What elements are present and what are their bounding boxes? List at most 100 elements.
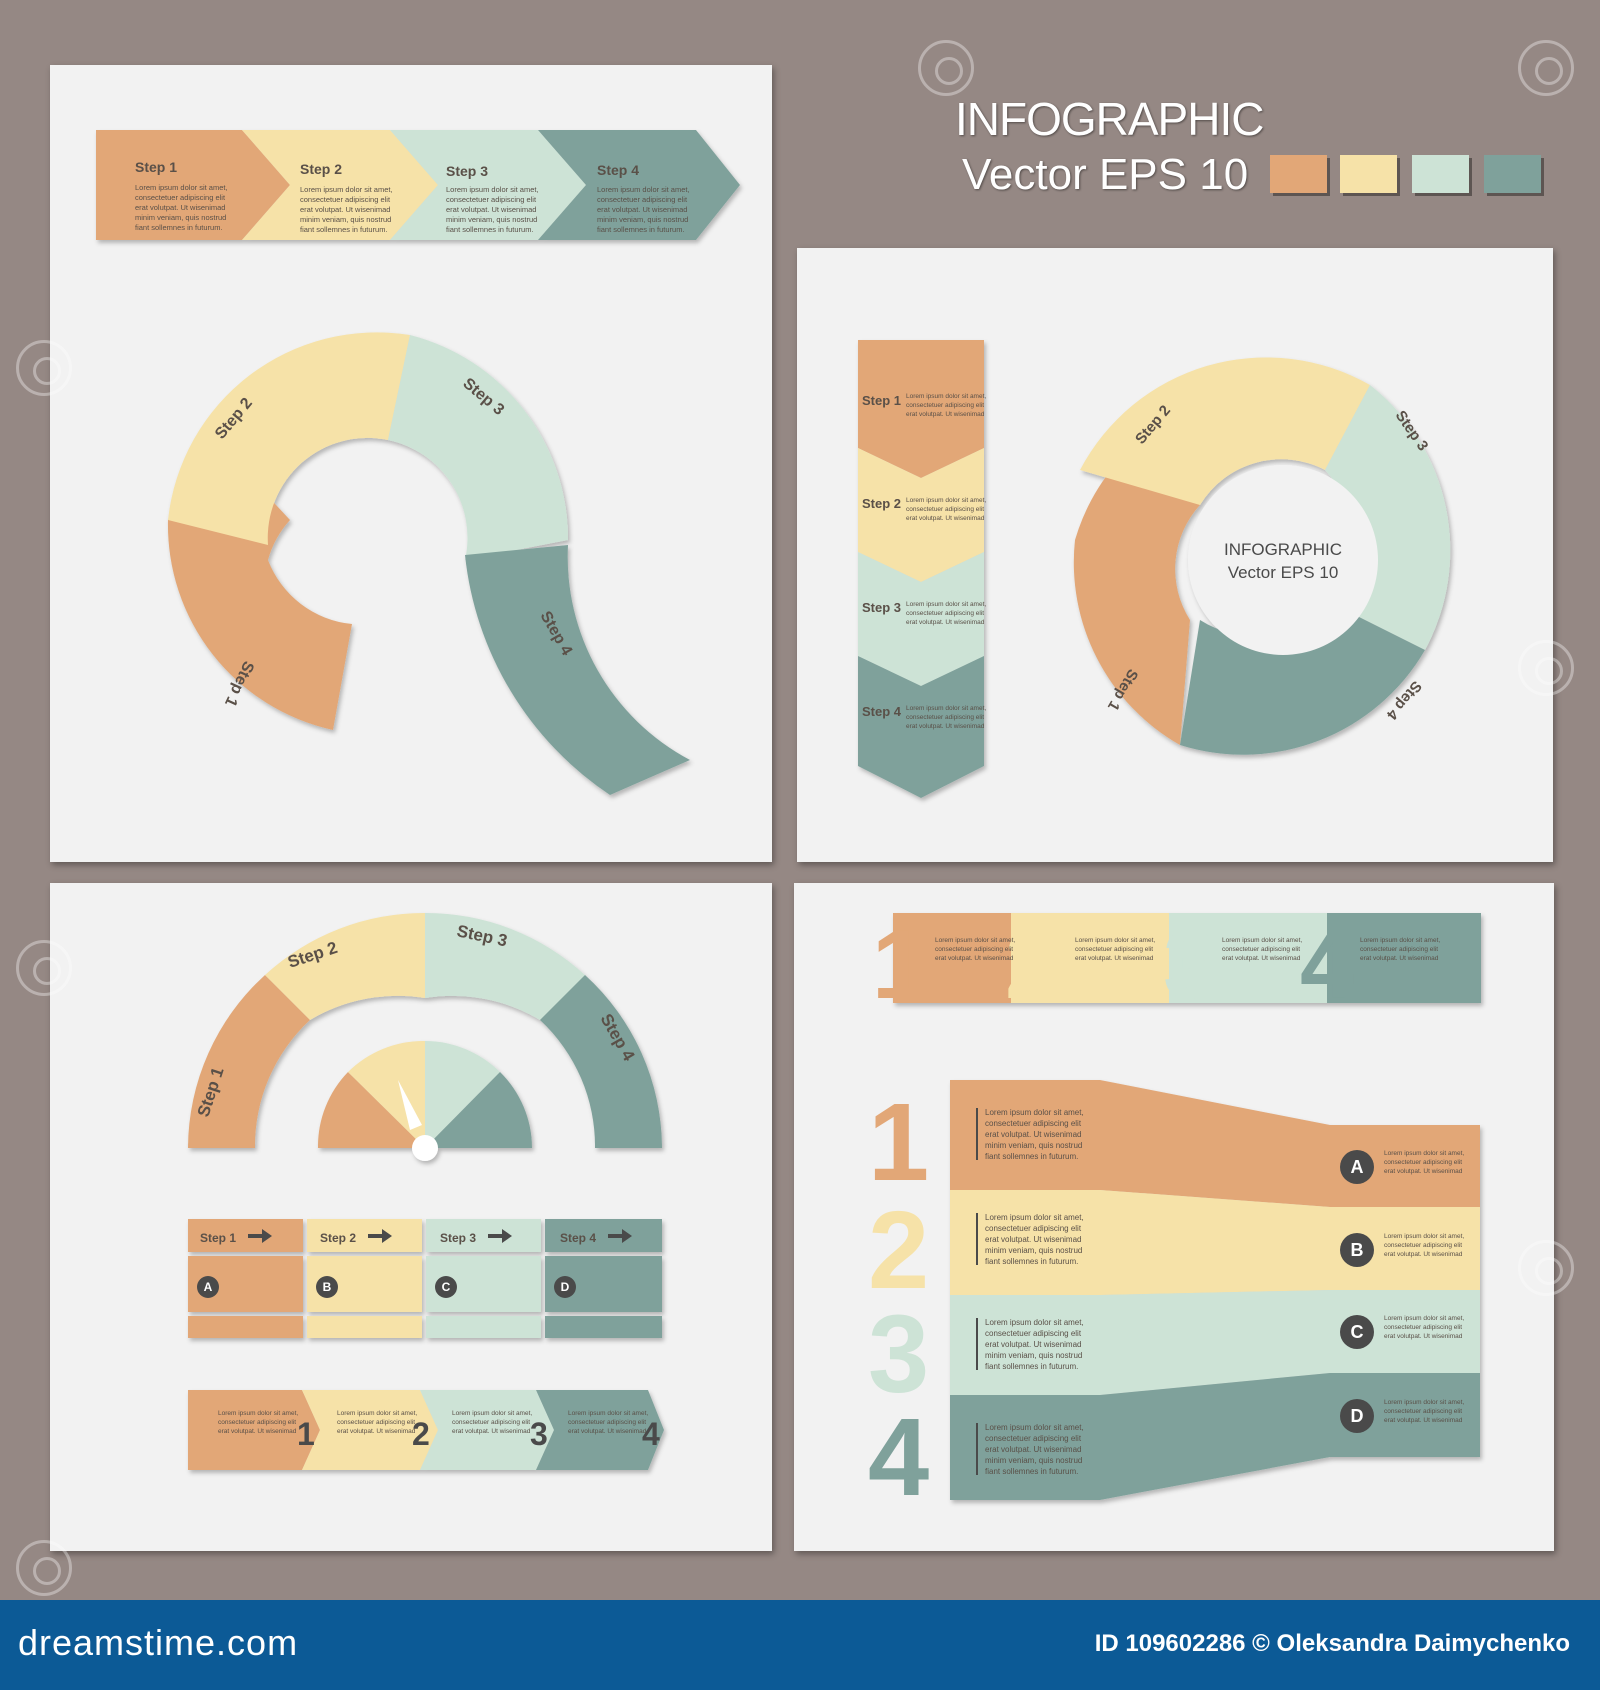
strip-seg-2 <box>242 130 438 240</box>
lorem-line: consectetuer adipiscing elit <box>985 1224 1082 1233</box>
lorem-line: erat volutpat. Ut wisenimad <box>135 203 225 212</box>
gauge-outer-1 <box>188 975 310 1148</box>
lorem-line: Lorem ipsum dolor sit amet, <box>985 1318 1084 1327</box>
lorem-line: consectetuer adipiscing elit <box>1384 1324 1462 1331</box>
lorem-line: consectetuer adipiscing elit <box>1384 1159 1462 1166</box>
watermark-icon <box>918 40 974 96</box>
ring-diagram <box>1073 357 1451 755</box>
numstrip-body-text: Lorem ipsum dolor sit amet, consectetuer… <box>218 1410 648 1435</box>
watermark-icon <box>16 1540 72 1596</box>
arrow-right-icon <box>608 1229 632 1243</box>
lorem-line: erat volutpat. Ut wisenimad <box>218 1428 297 1435</box>
lorem-line: erat volutpat. Ut wisenimad <box>1075 955 1154 962</box>
lorem-line: Lorem ipsum dolor sit amet, <box>1384 1315 1464 1322</box>
vchev-step-label: Step 3 <box>862 600 901 615</box>
semicircle-gauge <box>188 912 662 1161</box>
vchev-seg-2 <box>858 448 984 582</box>
ribbon-3 <box>950 1290 1480 1395</box>
lorem-line: minim veniam, quis nostrud <box>985 1246 1082 1255</box>
strip-seg-1 <box>96 130 290 240</box>
table-header-4 <box>545 1219 662 1252</box>
lorem-line: consectetuer adipiscing elit <box>906 610 984 617</box>
lorem-line: consectetuer adipiscing elit <box>337 1419 415 1426</box>
perspective-ribbons <box>950 1080 1480 1500</box>
lorem-line: Lorem ipsum dolor sit amet, <box>452 1410 532 1417</box>
numstrip-number: 3 <box>530 1416 548 1452</box>
infographic-canvas: Step 1 Step 2 Step 3 Step 4 Lorem ipsum … <box>96 130 1481 1519</box>
lorem-line: erat volutpat. Ut wisenimad <box>300 205 390 214</box>
watermark-icon <box>1518 640 1574 696</box>
table-header-1 <box>188 1219 303 1252</box>
lorem-line: minim veniam, quis nostrud <box>597 215 688 224</box>
swatch-mint <box>1412 155 1469 193</box>
lorem-line: minim veniam, quis nostrud <box>985 1141 1082 1150</box>
numbered-arrow-strip <box>188 1390 664 1470</box>
lorem-line: erat volutpat. Ut wisenimad <box>906 515 985 522</box>
lorem-line: erat volutpat. Ut wisenimad <box>985 1445 1082 1454</box>
strip-step-label: Step 4 <box>597 162 639 178</box>
step-table <box>188 1219 662 1338</box>
lorem-line: consectetuer adipiscing elit <box>985 1329 1082 1338</box>
lorem-line: consectetuer adipiscing elit <box>935 946 1013 953</box>
gauge-needle <box>398 1080 422 1130</box>
table-letter-badges <box>197 1276 576 1298</box>
ribbon-letter: D <box>1351 1406 1364 1426</box>
ring-center-title: INFOGRAPHIC <box>1224 540 1342 559</box>
letter-badge: D <box>561 1280 570 1294</box>
table-foot-2 <box>307 1316 422 1338</box>
table-letter-text: A B C D <box>204 1280 570 1294</box>
vchev-seg-3 <box>858 552 984 686</box>
letter-badge: C <box>442 1280 451 1294</box>
number-banner <box>893 913 1481 1003</box>
gauge-inner-1 <box>317 1072 425 1148</box>
watermark-icon <box>16 940 72 996</box>
banner-body-text: Lorem ipsum dolor sit amet, consectetuer… <box>935 937 1440 962</box>
lorem-line: consectetuer adipiscing elit <box>1075 946 1153 953</box>
lorem-line: Lorem ipsum dolor sit amet, <box>1075 937 1155 944</box>
header-title: INFOGRAPHIC <box>955 93 1264 145</box>
table-step-label: Step 1 <box>200 1231 236 1245</box>
lorem-line: consectetuer adipiscing elit <box>1222 946 1300 953</box>
scurve-seg-2 <box>168 332 410 545</box>
table-foot-1 <box>188 1316 303 1338</box>
vchev-step-label: Step 1 <box>862 393 901 408</box>
gauge-inner-2 <box>348 1040 425 1148</box>
gauge-outer-2 <box>265 912 425 1020</box>
lorem-line: Lorem ipsum dolor sit amet, <box>935 937 1015 944</box>
lorem-line: fiant sollemnes in futurum. <box>985 1257 1078 1266</box>
swatch-yellow <box>1340 155 1397 193</box>
lorem-line: Lorem ipsum dolor sit amet, <box>985 1423 1084 1432</box>
lorem-line: minim veniam, quis nostrud <box>446 215 537 224</box>
lorem-line: erat volutpat. Ut wisenimad <box>337 1428 416 1435</box>
ribbon-letter: B <box>1351 1240 1364 1260</box>
ribbon-number: 4 <box>868 1396 929 1519</box>
lorem-line: erat volutpat. Ut wisenimad <box>1384 1251 1463 1258</box>
numstrip-number: 4 <box>642 1416 660 1452</box>
lorem-line: erat volutpat. Ut wisenimad <box>906 619 985 626</box>
table-step-label: Step 4 <box>560 1231 596 1245</box>
banner-number: 4 <box>1300 909 1355 1019</box>
numstrip-seg-3 <box>420 1390 554 1470</box>
arrow-strip-top <box>96 130 740 240</box>
strip-step-label: Step 1 <box>135 159 177 175</box>
ribbon-letter-badges <box>1340 1150 1374 1433</box>
lorem-line: consectetuer adipiscing elit <box>985 1119 1082 1128</box>
lorem-line: fiant sollemnes in futurum. <box>985 1152 1078 1161</box>
footer-bar: dreamstime.com ID 109602286 © Oleksandra… <box>0 1600 1600 1690</box>
ribbon-letter: A <box>1351 1157 1364 1177</box>
footer-brand[interactable]: dreamstime.com <box>18 1622 299 1663</box>
ribbon-2 <box>950 1190 1480 1295</box>
banner-number: 1 <box>872 909 927 1019</box>
lorem-line: erat volutpat. Ut wisenimad <box>906 411 985 418</box>
lorem-line: fiant sollemnes in futurum. <box>135 223 223 232</box>
lorem-line: erat volutpat. Ut wisenimad <box>568 1428 647 1435</box>
lorem-line: consectetuer adipiscing elit <box>906 714 984 721</box>
gauge-outer-3 <box>425 912 585 1020</box>
lorem-line: Lorem ipsum dolor sit amet, <box>300 185 393 194</box>
letter-badge: A <box>204 1280 213 1294</box>
lorem-line: fiant sollemnes in futurum. <box>985 1467 1078 1476</box>
numstrip-numbers: 1 2 3 4 <box>297 1416 660 1452</box>
lorem-line: consectetuer adipiscing elit <box>1360 946 1438 953</box>
lorem-line: erat volutpat. Ut wisenimad <box>906 723 985 730</box>
vchev-seg-4 <box>858 656 984 798</box>
